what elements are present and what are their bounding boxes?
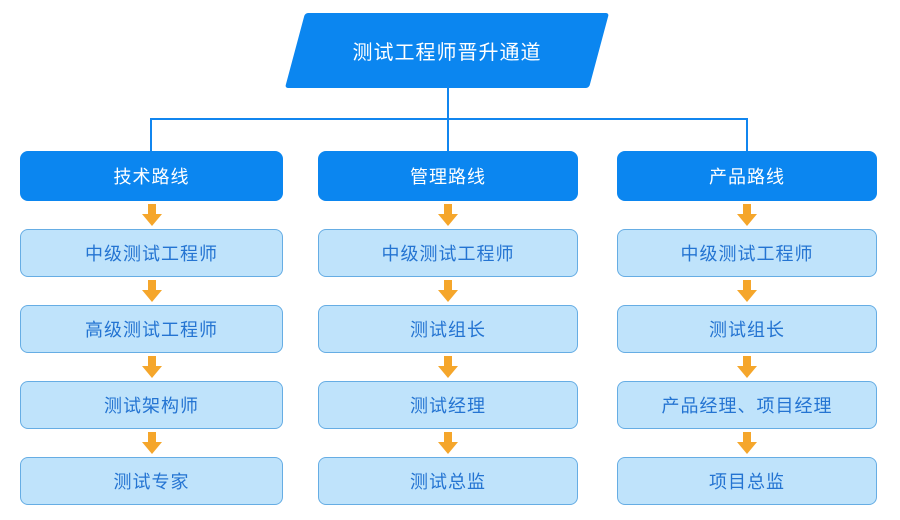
- connector-right-drop: [746, 118, 748, 153]
- down-arrow-icon: [438, 432, 458, 454]
- step-node: 产品经理、项目经理: [617, 381, 877, 429]
- step-node: 中级测试工程师: [318, 229, 578, 277]
- step-node: 中级测试工程师: [20, 229, 283, 277]
- arrow-head: [141, 214, 162, 226]
- down-arrow-icon: [737, 356, 757, 378]
- title-shape: 测试工程师晋升通道: [284, 13, 610, 88]
- step-node: 中级测试工程师: [617, 229, 877, 277]
- column-header: 管理路线: [318, 151, 578, 201]
- column-product-route: 产品路线 中级测试工程师 测试组长 产品经理、项目经理 项目总监: [617, 151, 877, 505]
- arrow-stem: [743, 356, 751, 366]
- arrow-head: [438, 290, 458, 302]
- connector-middle-drop: [447, 118, 449, 153]
- arrow-head: [141, 366, 162, 378]
- arrow-stem: [444, 432, 452, 442]
- step-node: 测试架构师: [20, 381, 283, 429]
- down-arrow-icon: [141, 356, 162, 378]
- arrow-stem: [444, 356, 452, 366]
- down-arrow-icon: [141, 432, 162, 454]
- arrow-head: [737, 442, 757, 454]
- column-management-route: 管理路线 中级测试工程师 测试组长 测试经理 测试总监: [318, 151, 578, 505]
- arrow-stem: [147, 204, 156, 214]
- step-node: 测试组长: [318, 305, 578, 353]
- arrow-head: [141, 442, 162, 454]
- arrow-head: [438, 442, 458, 454]
- diagram-title: 测试工程师晋升通道: [352, 42, 542, 64]
- step-node: 测试专家: [20, 457, 283, 505]
- step-node: 项目总监: [617, 457, 877, 505]
- step-node: 测试经理: [318, 381, 578, 429]
- arrow-head: [141, 290, 162, 302]
- arrow-stem: [147, 432, 156, 442]
- down-arrow-icon: [438, 280, 458, 302]
- connector-title-stem: [447, 86, 449, 119]
- column-technical-route: 技术路线 中级测试工程师 高级测试工程师 测试架构师 测试专家: [20, 151, 283, 505]
- step-node: 测试组长: [617, 305, 877, 353]
- arrow-head: [438, 366, 458, 378]
- connector-left-drop: [150, 118, 152, 153]
- down-arrow-icon: [438, 204, 458, 226]
- arrow-head: [737, 366, 757, 378]
- arrow-stem: [444, 204, 452, 214]
- step-node: 测试总监: [318, 457, 578, 505]
- down-arrow-icon: [141, 204, 162, 226]
- down-arrow-icon: [737, 280, 757, 302]
- step-node: 高级测试工程师: [20, 305, 283, 353]
- connector-horizontal: [150, 118, 748, 120]
- column-header: 产品路线: [617, 151, 877, 201]
- arrow-head: [737, 214, 757, 226]
- arrow-stem: [147, 280, 156, 290]
- down-arrow-icon: [737, 204, 757, 226]
- down-arrow-icon: [737, 432, 757, 454]
- arrow-head: [737, 290, 757, 302]
- column-header: 技术路线: [20, 151, 283, 201]
- arrow-stem: [444, 280, 452, 290]
- arrow-stem: [147, 356, 156, 366]
- arrow-stem: [743, 204, 751, 214]
- arrow-stem: [743, 432, 751, 442]
- arrow-head: [438, 214, 458, 226]
- arrow-stem: [743, 280, 751, 290]
- down-arrow-icon: [141, 280, 162, 302]
- down-arrow-icon: [438, 356, 458, 378]
